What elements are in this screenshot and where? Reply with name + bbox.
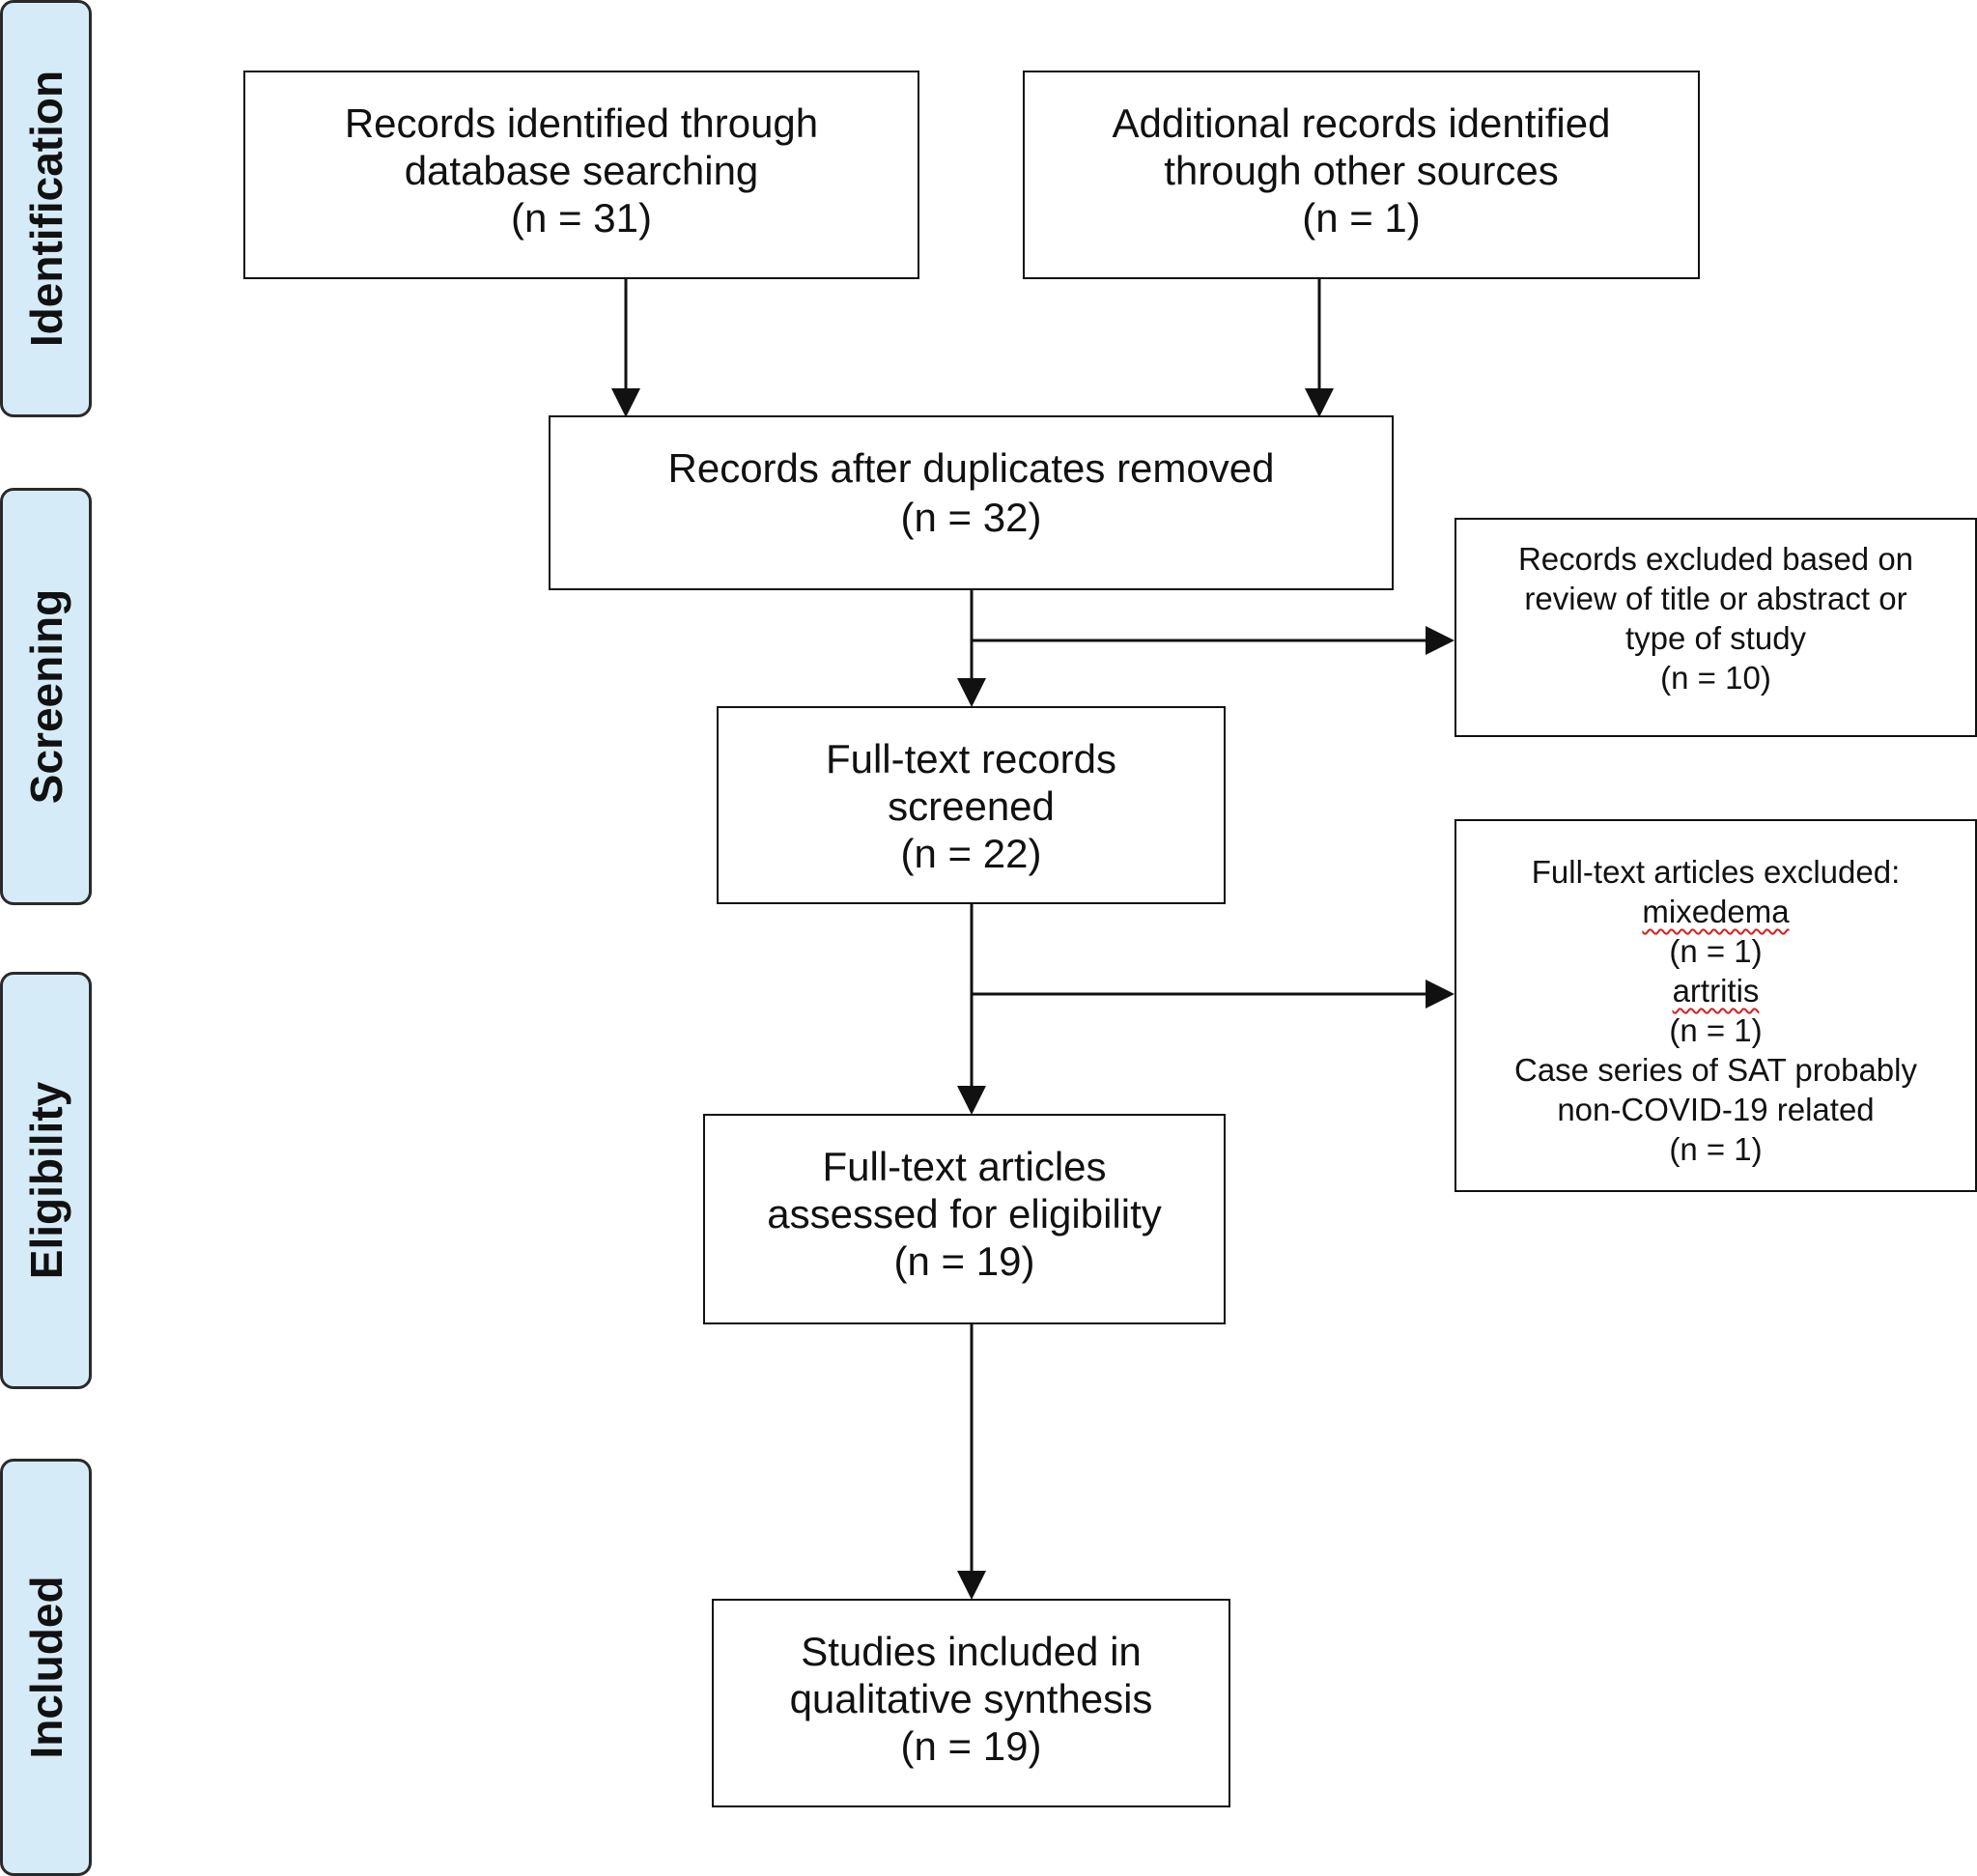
box-included-studies: Studies included in qualitative synthesi… — [712, 1599, 1230, 1807]
box-excluded-screening: Records excluded based on review of titl… — [1455, 518, 1977, 737]
stage-screening: Screening — [0, 488, 92, 905]
included-studies-count: (n = 19) — [900, 1723, 1042, 1769]
database-search-line2: database searching — [404, 148, 759, 193]
eligibility-assessed-count: (n = 19) — [893, 1238, 1035, 1284]
included-studies-line2: qualitative synthesis — [789, 1676, 1153, 1721]
other-sources-line2: through other sources — [1164, 148, 1559, 193]
eligibility-assessed-line1: Full-text articles — [822, 1144, 1107, 1189]
box-excluded-fulltext: Full-text articles excluded: mixedema (n… — [1455, 819, 1977, 1192]
eligibility-assessed-line2: assessed for eligibility — [767, 1191, 1162, 1236]
excluded-screening-line1: Records excluded based on — [1517, 541, 1914, 577]
fulltext-screened-count: (n = 22) — [900, 831, 1042, 876]
database-search-line1: Records identified through — [344, 100, 819, 146]
excluded-count-mixedema: (n = 1) — [1669, 933, 1763, 969]
box-other-sources: Additional records identified through ot… — [1023, 71, 1700, 279]
excluded-screening-line3: type of study — [1624, 620, 1807, 656]
box-after-duplicates: Records after duplicates removed (n = 32… — [549, 415, 1394, 590]
excluded-reason-mixedema: mixedema — [1642, 894, 1790, 929]
other-sources-count: (n = 1) — [1302, 195, 1421, 241]
stage-eligibility: Eligibility — [0, 972, 92, 1389]
other-sources-line1: Additional records identified — [1112, 100, 1611, 146]
fulltext-screened-line2: screened — [888, 783, 1055, 829]
after-duplicates-count: (n = 32) — [900, 495, 1042, 540]
fulltext-screened-line1: Full-text records — [825, 736, 1117, 782]
after-duplicates-line1: Records after duplicates removed — [667, 445, 1275, 491]
excluded-screening-line2: review of title or abstract or — [1524, 581, 1907, 616]
stage-identification: Identification — [0, 0, 92, 417]
excluded-count-case-series: (n = 1) — [1669, 1131, 1763, 1167]
excluded-reason-artritis: artritis — [1672, 973, 1760, 1009]
stage-included: Included — [0, 1459, 92, 1876]
excluded-screening-count: (n = 10) — [1660, 660, 1771, 696]
excluded-reason-case-series-line2: non-COVID-19 related — [1557, 1092, 1875, 1127]
included-studies-line1: Studies included in — [801, 1629, 1142, 1674]
excluded-fulltext-heading: Full-text articles excluded: — [1531, 854, 1901, 890]
box-fulltext-screened: Full-text records screened (n = 22) — [717, 706, 1226, 904]
database-search-count: (n = 31) — [511, 195, 652, 241]
box-eligibility-assessed: Full-text articles assessed for eligibil… — [703, 1114, 1226, 1324]
excluded-reason-case-series-line1: Case series of SAT probably — [1514, 1052, 1917, 1088]
box-database-search: Records identified through database sear… — [243, 71, 919, 279]
excluded-count-artritis: (n = 1) — [1669, 1012, 1763, 1048]
